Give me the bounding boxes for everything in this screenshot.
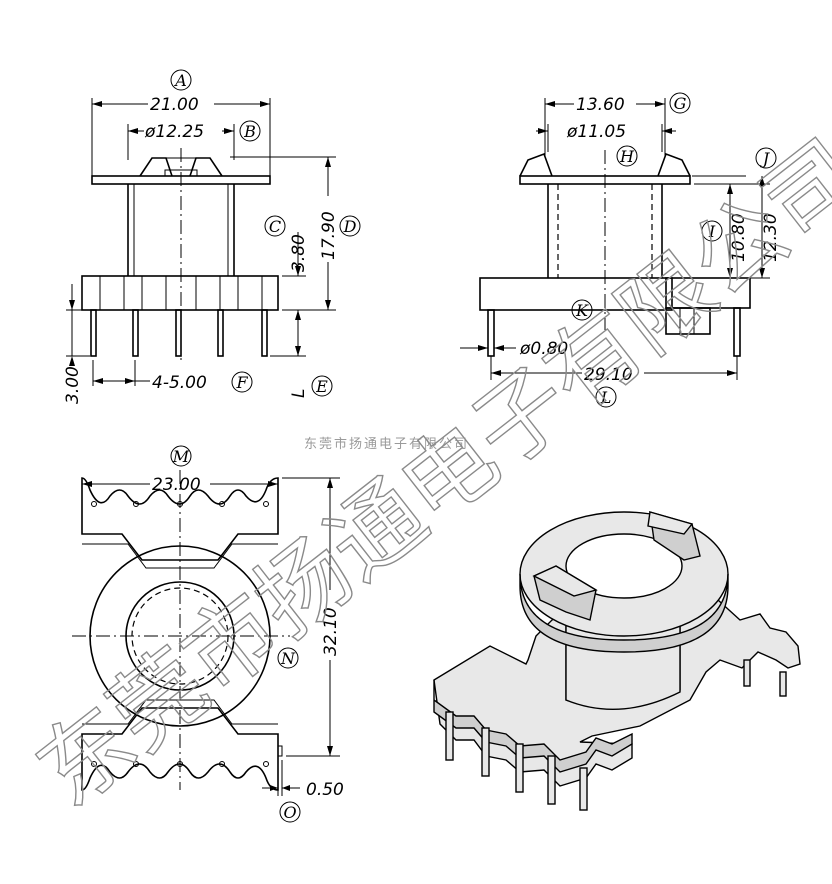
label-j: J [755,147,777,169]
svg-text:K: K [575,301,589,320]
label-m: M [170,445,192,467]
svg-text:H: H [619,147,635,166]
svg-text:F: F [235,373,248,392]
dim-a-value: 21.00 [150,95,199,115]
label-k: K [571,299,593,321]
dim-b-value: ø12.25 [144,122,204,142]
front-clip-left [139,157,173,177]
svg-text:C: C [269,217,281,236]
label-h: H [616,145,638,167]
dim-j-value: 12.30 [761,213,781,262]
dim-pin-length-value: 3.00 [63,366,83,404]
svg-text:B: B [243,122,256,141]
label-i: I [701,220,723,242]
bottom-top-rail [81,477,279,561]
svg-text:I: I [708,222,716,241]
dim-m-value: 23.00 [152,475,201,495]
iso-core-hole [565,533,683,599]
svg-text:J: J [760,149,771,168]
dim-c-value: 3.80 [289,234,309,272]
dim-f-value: 4-5.00 [152,373,207,393]
dim-h-value: ø11.05 [566,122,626,142]
bottom-view: 23.00 32.10 0.50 [72,470,344,800]
dim-d-value: 17.90 [319,211,339,260]
svg-text:M: M [172,447,190,466]
front-pins [90,309,268,357]
watermark-small-text: 东莞市扬通电子有限公司 [304,436,469,452]
svg-text:O: O [283,803,296,822]
side-clip-left [519,152,553,177]
label-a: A [170,69,192,91]
svg-text:D: D [343,217,357,236]
circled-labels: A B C D E F G H I J K L M N O [170,69,777,823]
dim-k-value: ø0.80 [519,339,568,359]
svg-text:A: A [173,71,187,90]
front-clip-right [189,157,223,177]
side-pin-left [487,309,495,357]
dim-g-value: 13.60 [576,95,625,115]
dim-i-value: 10.80 [729,213,749,262]
label-f: F [231,371,253,393]
isometric-view [433,511,801,811]
svg-text:G: G [674,94,687,113]
iso-core-tube [565,611,681,711]
side-base-left [479,277,673,311]
label-l: L [595,386,617,408]
label-b: B [239,120,261,142]
side-view: 13.60 ø11.05 10.80 12.30 ø0.80 29.1 [460,95,781,385]
svg-text:E: E [315,377,328,396]
label-g: G [669,92,691,114]
iso-back-pins [743,659,787,697]
label-e: E [311,375,333,397]
svg-text:N: N [280,649,296,668]
bottom-bottom-pin-holes [91,761,269,767]
side-clip-right [657,152,691,177]
label-d: D [339,215,361,237]
dim-l-value: 29.10 [584,365,633,385]
dim-e-value: L [289,389,309,398]
label-n: N [277,647,299,669]
front-view: 21.00 ø12.25 17.90 3.80 L 3.00 [63,95,339,404]
front-base [81,275,279,311]
iso-front-pins [445,711,588,811]
bottom-top-pin-holes [91,501,269,507]
watermark-large-text: 东莞市扬通电子有限公司 [18,120,832,827]
dim-o-value: 0.50 [306,780,344,800]
svg-text:L: L [600,388,612,407]
dim-n-value: 32.10 [321,607,341,656]
bottom-bottom-rail [81,707,279,791]
label-c: C [264,215,286,237]
label-o: O [279,801,301,823]
